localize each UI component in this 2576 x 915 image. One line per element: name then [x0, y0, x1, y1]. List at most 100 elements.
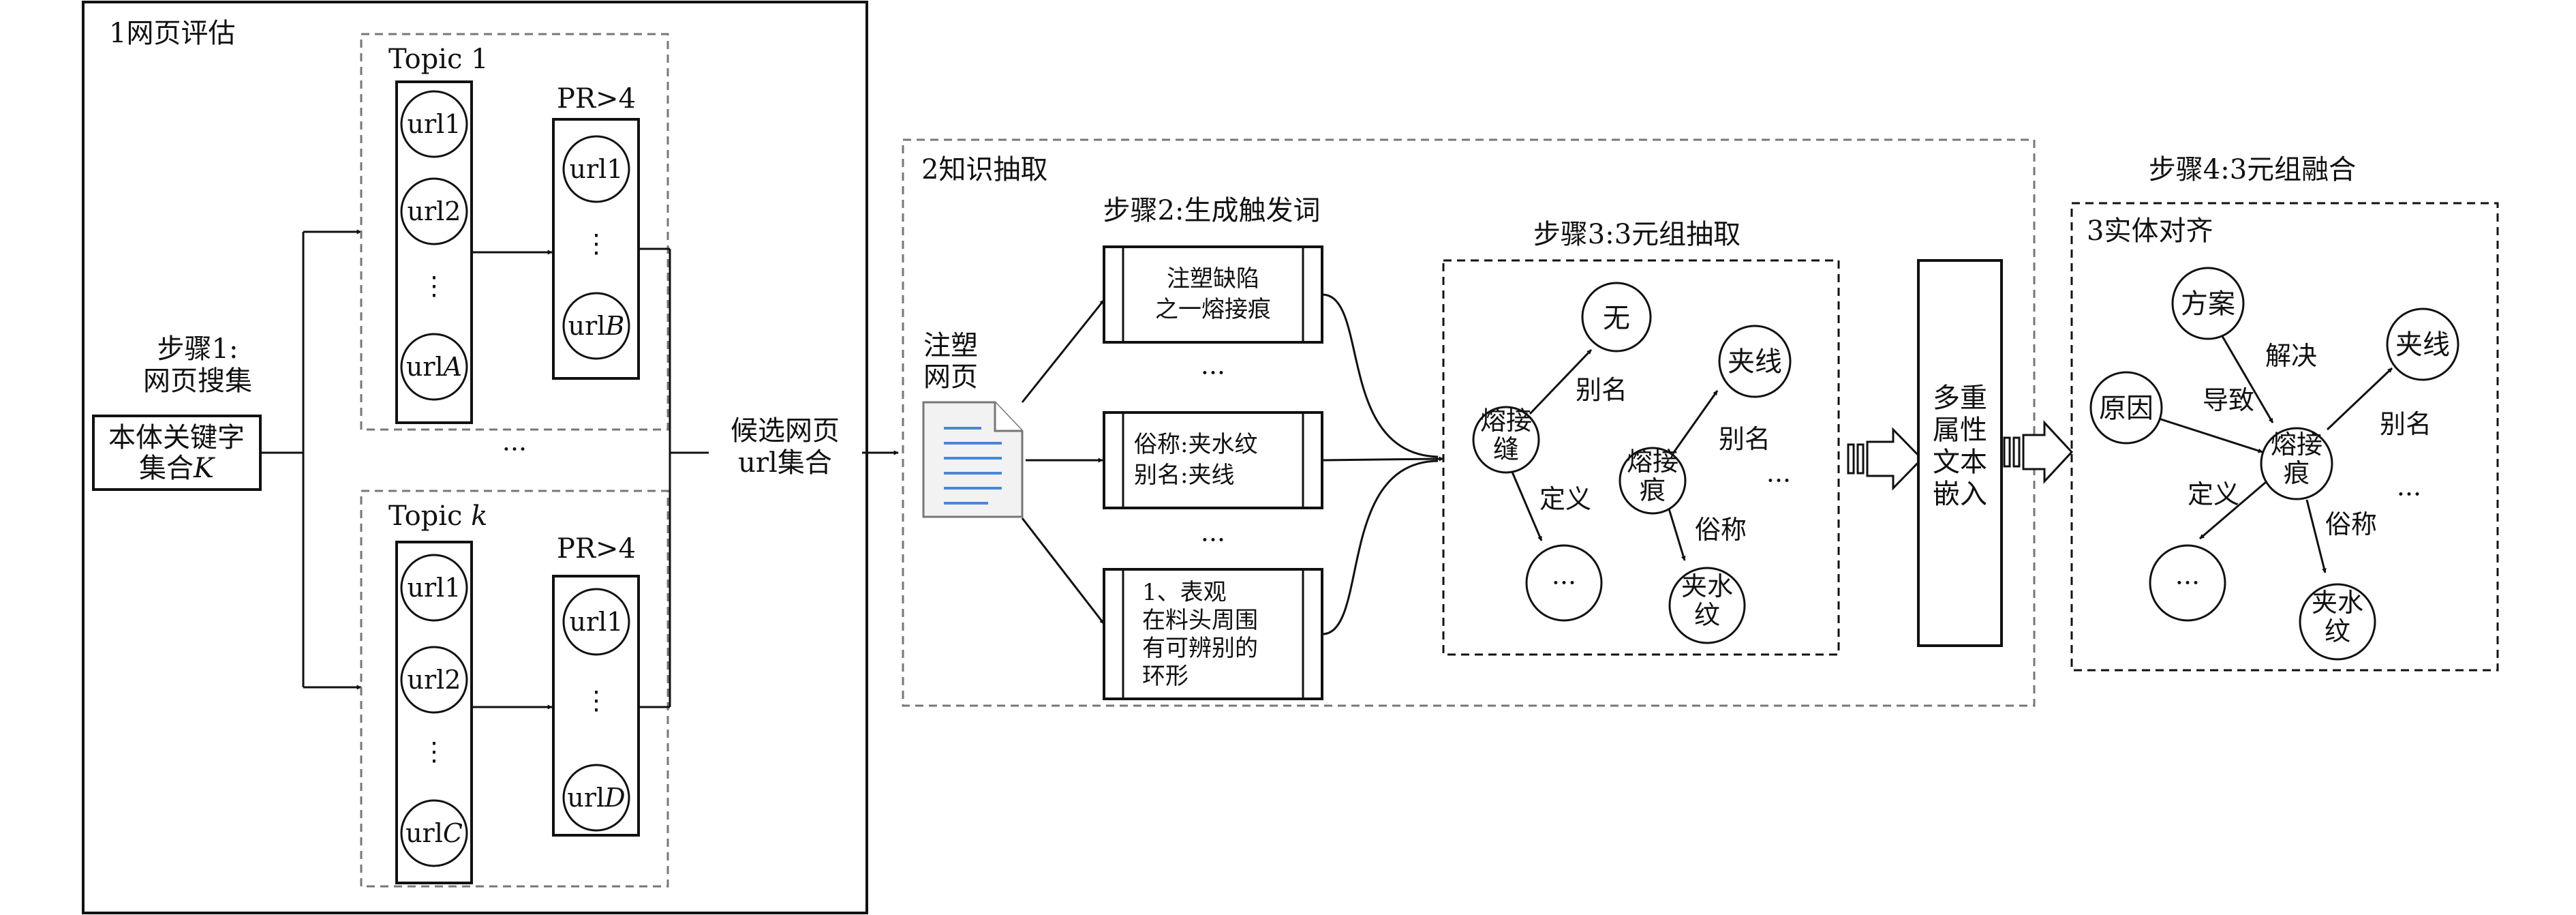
edge-dots-label: ···: [1766, 466, 1791, 496]
trigger-box-1: [1103, 245, 1323, 344]
node-water-mark-aligned-label: 夹水: [2312, 588, 2363, 618]
node-clamp-line-aligned-label: 夹线: [2395, 329, 2450, 361]
topick-url-column: [395, 541, 473, 884]
trigger1-line: 注塑缺陷: [1167, 265, 1259, 292]
trigger-to-extraction-curves: [1321, 293, 1444, 635]
edge-cause-label: 导致: [2203, 385, 2254, 415]
candidate-label-bg: [709, 409, 862, 484]
node-dots: [1525, 544, 1603, 622]
topick-url-node: [400, 646, 468, 714]
alignment-frame: [2070, 202, 2499, 672]
extraction-to-embedding-arrow: [1847, 427, 1924, 491]
trigger3-line: 有可辨别的: [1142, 635, 1258, 662]
step3-label: 步骤3:3元组抽取: [1533, 219, 1741, 250]
extraction-frame: [1442, 259, 1840, 656]
edge-common-label: 俗称: [1695, 515, 1747, 545]
topick-pr-url-node: [562, 588, 630, 656]
topick-url-node: [400, 799, 468, 867]
topick-vertical-ellipsis: ⋮: [421, 736, 447, 766]
topic1-url-node: [400, 90, 468, 158]
stage1-title: 1网页评估: [109, 18, 235, 49]
topic1-pr-url-node: [562, 292, 630, 360]
trigger2-line: 俗称:夹水纹: [1134, 431, 1257, 458]
topic1-pr-label: PR>4: [557, 83, 636, 115]
candidate-label-line1: 候选网页: [731, 415, 840, 447]
topics-ellipsis: ···: [502, 434, 527, 464]
topic1-pr-url-node: [562, 135, 630, 203]
embedding-label: 属性: [1933, 415, 1987, 446]
step1-label-line2: 网页搜集: [143, 365, 252, 397]
node-weld-mark-label: 熔接: [1627, 447, 1678, 477]
node-center-label: 痕: [2284, 458, 2310, 488]
topic1-url-label: url1: [408, 109, 461, 139]
stage2-frame: [902, 138, 2036, 707]
topick-pr-column: [552, 575, 640, 837]
embedding-label: 嵌入: [1933, 479, 1987, 510]
node-center-label: 熔接: [2271, 430, 2322, 460]
node-clamp-line-aligned: [2386, 308, 2459, 381]
topic1-frame: [360, 33, 669, 431]
topick-url-node: [400, 554, 468, 622]
topick-url-label: urlC: [405, 818, 463, 848]
web-document-icon: [922, 401, 1024, 518]
topic1-vertical-ellipsis: ⋮: [421, 271, 447, 301]
doc-label-line1: 注塑: [923, 330, 978, 361]
topick-url-label: url2: [408, 665, 461, 695]
node-none-label: 无: [1603, 303, 1630, 334]
node-plan: [2171, 267, 2245, 340]
topic1-pr-url-label: urlB: [568, 311, 625, 341]
edge-solve-label: 解决: [2265, 341, 2317, 371]
trigger3-line: 在料头周围: [1142, 607, 1258, 634]
node-water-mark-label: 纹: [1694, 600, 1720, 630]
node-weld-seam-label: 缝: [1493, 434, 1519, 464]
node-none: [1581, 282, 1652, 352]
keyword-set-line1: 本体关键字: [108, 422, 245, 453]
topick-pr-url-label: urlD: [567, 783, 625, 813]
trigger2-line: 别名:夹线: [1134, 462, 1234, 489]
edge-alias1-label: 别名: [1576, 375, 1627, 405]
step1-label-line1: 步骤1:: [157, 333, 239, 365]
keyword-set-line2: 集合K: [139, 453, 215, 484]
topick-pr-ellipsis: ⋮: [583, 685, 609, 715]
trigger-box-3: [1103, 568, 1323, 700]
topic1-url-label: url2: [408, 196, 461, 226]
node-weld-seam-label: 熔接: [1480, 406, 1532, 436]
node-dots-label: ···: [1552, 568, 1576, 598]
stage1-frame: [82, 1, 868, 914]
extraction-graph-edges: [1510, 348, 1719, 561]
topic1-url-label: urlA: [406, 352, 462, 382]
stage2-title: 2知识抽取: [921, 154, 1047, 185]
node-dots-aligned: [2149, 544, 2226, 622]
topick-url-label: url1: [408, 573, 461, 603]
edge-dots-aligned-label: ···: [2397, 479, 2421, 509]
trigger3-line: 1、表观: [1142, 579, 1227, 606]
node-weld-seam: [1472, 406, 1540, 474]
node-plan-label: 方案: [2181, 288, 2235, 320]
step2-label: 步骤2:生成触发词: [1103, 195, 1321, 226]
doc-label-line2: 网页: [923, 361, 978, 393]
node-clamp-line: [1718, 325, 1792, 398]
trigger1-line: 之一熔接痕: [1155, 296, 1271, 323]
node-water-mark-label: 夹水: [1681, 571, 1733, 601]
trigger-ellipsis-bottom: ···: [1201, 525, 1225, 555]
embedding-label: 多重: [1933, 382, 1987, 414]
node-water-mark: [1668, 567, 1746, 644]
candidate-label-line2: url集合: [738, 447, 832, 479]
doc-to-trigger-arrows: [1021, 299, 1105, 625]
node-center-weld-mark: [2260, 427, 2333, 500]
edge-alias2-label: 别名: [1719, 424, 1770, 454]
topic1-pr-url-label: url1: [570, 154, 624, 184]
topick-pr-url-label: url1: [570, 607, 624, 637]
node-cause: [2089, 371, 2163, 445]
fanout-connectors: [260, 229, 362, 690]
trigger-box-2: [1103, 411, 1323, 509]
edge-common-aligned-label: 俗称: [2325, 509, 2377, 539]
topick-pr-url-node: [562, 764, 630, 832]
node-water-mark-aligned: [2299, 583, 2376, 661]
node-dots-aligned-label: ···: [2175, 568, 2200, 598]
embedding-box: [1917, 259, 2003, 647]
topic1-pr-ellipsis: ⋮: [583, 228, 609, 258]
node-cause-label: 原因: [2099, 393, 2153, 424]
node-weld-mark-label: 痕: [1640, 475, 1666, 505]
